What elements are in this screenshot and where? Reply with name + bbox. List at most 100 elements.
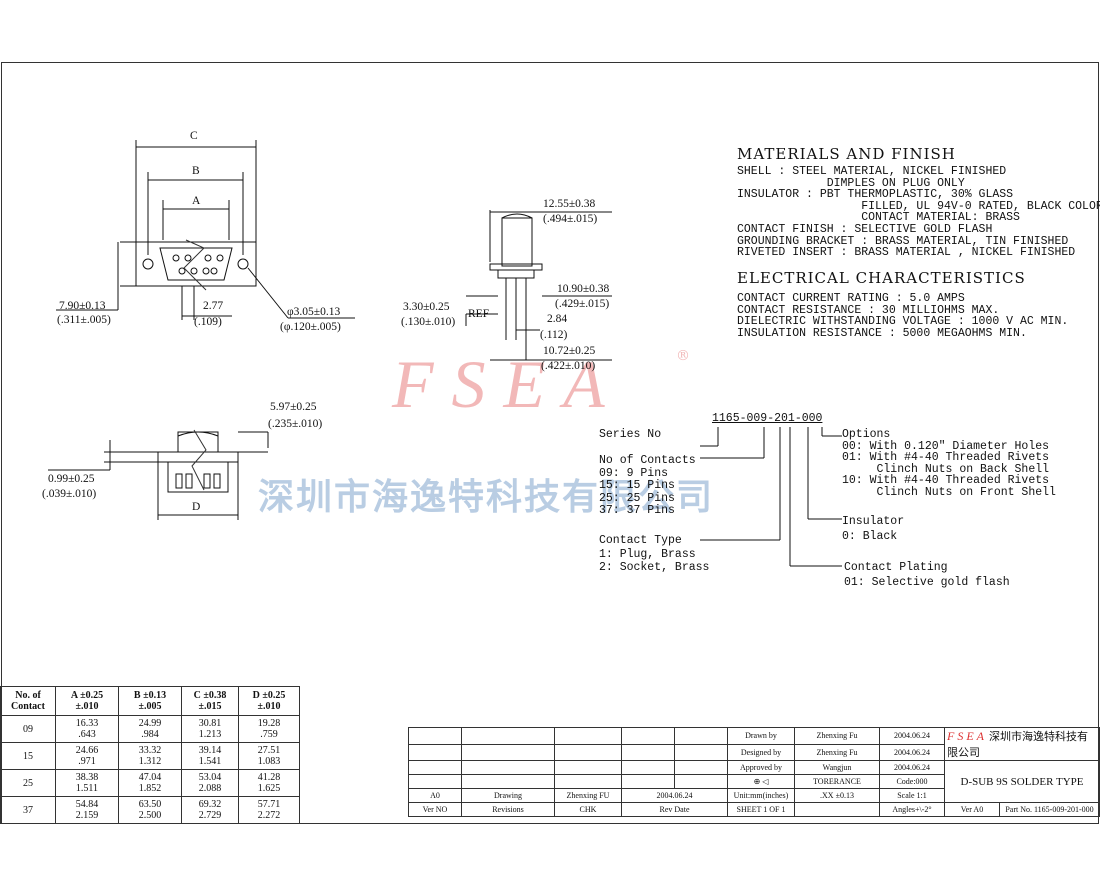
- title-block-row: A0 Drawing Zhenxing FU 2004.06.24 Unit:m…: [408, 788, 1100, 803]
- dim-pin: 2.84: [547, 313, 568, 325]
- rev-drawing: Drawing: [461, 788, 555, 803]
- sheet: SHEET 1 OF 1: [727, 802, 795, 817]
- dim-flange: 3.30±0.25: [403, 301, 450, 313]
- title-block-row: Drawn by Zhenxing Fu 2004.06.24 FSEA 深圳市…: [408, 727, 1100, 761]
- contacts-option: 09: 9 Pins: [599, 466, 669, 480]
- cell-contacts: 09: [0, 715, 56, 743]
- options-line: 00: With 0.120" Diameter Holes: [842, 439, 1050, 453]
- materials-line: DIMPLES ON PLUG ONLY: [737, 176, 965, 190]
- part-no: Part No. 1165-009-201-000: [999, 802, 1100, 817]
- watermark-logo: FSEA: [392, 346, 623, 422]
- contacts-option: 15: 15 Pins: [599, 479, 675, 492]
- cell-a: 16.33.643: [55, 715, 119, 743]
- company-cell: FSEA 深圳市海逸特科技有限公司: [944, 727, 1100, 761]
- title-block-row: ⊕ ◁ TORERANCE Code:000: [408, 774, 1100, 789]
- insulator-block: Insulator 0: Black: [842, 514, 904, 544]
- drawn-by: Zhenxing Fu: [794, 727, 880, 745]
- revisions-label: Revisions: [461, 802, 555, 817]
- electrical-line: DIELECTRIC WITHSTANDING VOLTAGE : 1000 V…: [737, 315, 1069, 329]
- electrical-line: INSULATION RESISTANCE : 5000 MEGAOHMS MI…: [737, 326, 1027, 340]
- materials-title: MATERIALS AND FINISH: [737, 145, 956, 163]
- dim-pitch: 2.77: [203, 300, 224, 312]
- options-line: Clinch Nuts on Back Shell: [842, 462, 1050, 476]
- drawn-label: Drawn by: [727, 727, 795, 745]
- dim-pin-in: (.112): [540, 329, 568, 341]
- electrical-line: CONTACT RESISTANCE : 30 MILLIOHMS MAX.: [737, 303, 1000, 317]
- dim-height-in: (.311±.005): [57, 314, 111, 326]
- dim-flange3: 0.99±0.25: [48, 473, 95, 485]
- dim-flange3-in: (.039±.010): [42, 488, 97, 500]
- materials-line: CONTACT FINISH : SELECTIVE GOLD FLASH: [737, 222, 993, 236]
- contacts-option: 37: 37 Pins: [599, 504, 675, 517]
- projection-icon: ⊕ ◁: [753, 777, 769, 786]
- part-number-code: 1165-009-201-000: [712, 412, 823, 425]
- label-c: C: [190, 130, 198, 142]
- label-b: B: [192, 165, 200, 177]
- header-b: B ±0.13±.005: [118, 686, 182, 716]
- company-logo: FSEA: [947, 729, 987, 743]
- dim-body: 10.90±0.38: [557, 283, 610, 295]
- contact-type-option: 2: Socket, Brass: [599, 561, 710, 574]
- contacts-block: No of Contacts 09: 9 Pins 15: 15 Pins 25…: [599, 454, 696, 518]
- rev-date: 2004.06.24: [621, 788, 728, 803]
- code: Code:000: [879, 774, 945, 789]
- materials-list: SHELL : STEEL MATERIAL, NICKEL FINISHED …: [737, 166, 1100, 259]
- plating-block: Contact Plating 01: Selective gold flash: [844, 560, 1010, 590]
- company-name: 深圳市海逸特科技有限公司: [947, 731, 1088, 759]
- title-block-row: Designed by Zhenxing Fu 2004.06.24: [408, 743, 1100, 761]
- cell-contacts: 15: [0, 742, 56, 770]
- rev-by: Zhenxing FU: [554, 788, 622, 803]
- projection-symbol: ⊕ ◁: [727, 774, 795, 789]
- cell-d: 19.28.759: [238, 715, 300, 743]
- electrical-list: CONTACT CURRENT RATING : 5.0 AMPS CONTAC…: [737, 293, 1068, 339]
- title-block-row: Approved by Wangjun 2004.06.24 D-SUB 9S …: [408, 760, 1100, 803]
- contacts-option: 25: 25 Pins: [599, 491, 675, 505]
- materials-line: CONTACT MATERIAL: BRASS: [737, 211, 1020, 225]
- dim-pitch-in: (.109): [194, 316, 222, 328]
- cell-contacts: 25: [0, 769, 56, 797]
- dim-flange-in: (.130±.010): [401, 316, 456, 328]
- dim-body-in: (.429±.015): [555, 298, 610, 310]
- dim-hole: φ3.05±0.13: [287, 306, 341, 318]
- rev-date-label: Rev Date: [621, 802, 728, 817]
- tolerance-label: TORERANCE: [794, 774, 880, 789]
- sheet-border: [1, 62, 1099, 824]
- cell-a: 24.66.971: [55, 742, 119, 770]
- contact-type-option: 1: Plug, Brass: [599, 547, 696, 561]
- materials-line: INSULATOR : PBT THERMOPLASTIC, 30% GLASS: [737, 188, 1014, 202]
- watermark-company: 深圳市海逸特科技有限公司: [258, 477, 715, 518]
- header-c: C ±0.38±.015: [181, 686, 239, 716]
- header-a: A ±0.25±.010: [55, 686, 119, 716]
- materials-line: SHELL : STEEL MATERIAL, NICKEL FINISHED: [737, 165, 1007, 178]
- electrical-title: ELECTRICAL CHARACTERISTICS: [737, 269, 1026, 287]
- cell-b: 24.99.984: [118, 715, 182, 743]
- drawing-title: D-SUB 9S SOLDER TYPE: [944, 760, 1100, 803]
- series-label: Series No: [599, 428, 662, 441]
- dim-top-in: (.235±.010): [268, 418, 323, 430]
- dim-depth-in: (.494±.015): [543, 213, 598, 225]
- approved-date: 2004.06.24: [879, 760, 945, 775]
- dim-top: 5.97±0.25: [270, 401, 317, 413]
- materials-line: GROUNDING BRACKET : BRASS MATERIAL, TIN …: [737, 234, 1069, 248]
- options-line: Clinch Nuts on Front Shell: [842, 485, 1056, 499]
- insulator-title: Insulator: [842, 515, 905, 528]
- contact-type-title: Contact Type: [599, 534, 682, 547]
- dim-hole-in: (φ.120±.005): [280, 321, 341, 333]
- dim-total-in: (.422±.010): [541, 360, 596, 372]
